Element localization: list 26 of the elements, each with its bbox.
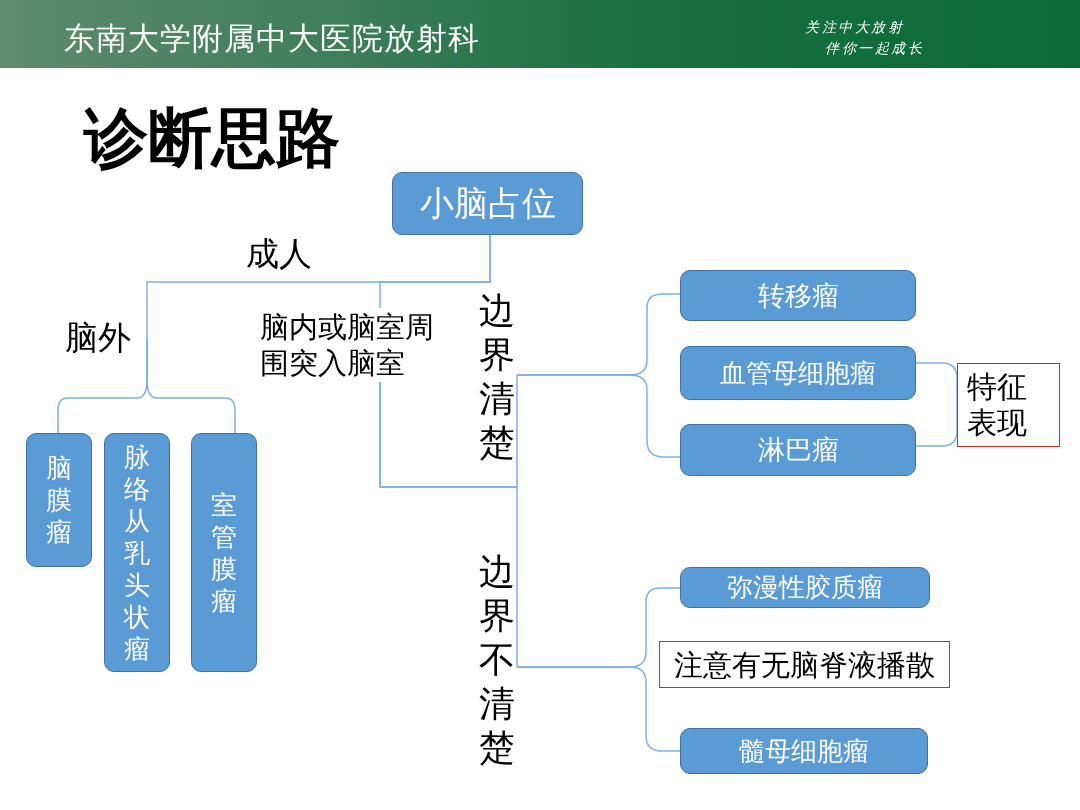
rounded-box: 血管母细胞瘤 xyxy=(680,346,916,400)
connector-line xyxy=(915,404,958,447)
rounded-box: 脉络从乳头状瘤 xyxy=(104,433,170,672)
branch-label: 边界不清楚 xyxy=(476,549,517,771)
rounded-box: 髓母细胞瘤 xyxy=(680,728,928,774)
slogan-text: 伴你一起成长 xyxy=(825,40,925,56)
banner-text: 东南大学附属中大医院放射科 xyxy=(64,20,480,56)
branch-label: 脑外 xyxy=(62,316,147,358)
note-box: 注意有无脑脊液播散 xyxy=(659,641,950,688)
rounded-box: 小脑占位 xyxy=(392,172,583,235)
connector-line xyxy=(516,666,681,752)
slogan-text: 关注中大放射 xyxy=(805,19,905,35)
rounded-box: 弥漫性胶质瘤 xyxy=(680,567,930,608)
connector-line xyxy=(379,234,491,309)
rounded-box: 脑膜瘤 xyxy=(26,433,92,567)
rounded-box: 淋巴瘤 xyxy=(680,424,916,476)
title: 诊断思路 xyxy=(84,100,340,176)
branch-label: 边界清楚 xyxy=(476,288,517,466)
branch-label: 脑内或脑室周围突入脑室 xyxy=(258,308,442,382)
connector-line xyxy=(516,374,681,458)
connector-line xyxy=(379,381,518,668)
connector-line xyxy=(146,339,236,434)
rounded-box: 室管膜瘤 xyxy=(191,433,257,672)
rounded-box: 转移瘤 xyxy=(680,270,916,321)
connector-line xyxy=(915,362,958,406)
note-box: 特征表现 xyxy=(957,363,1060,447)
